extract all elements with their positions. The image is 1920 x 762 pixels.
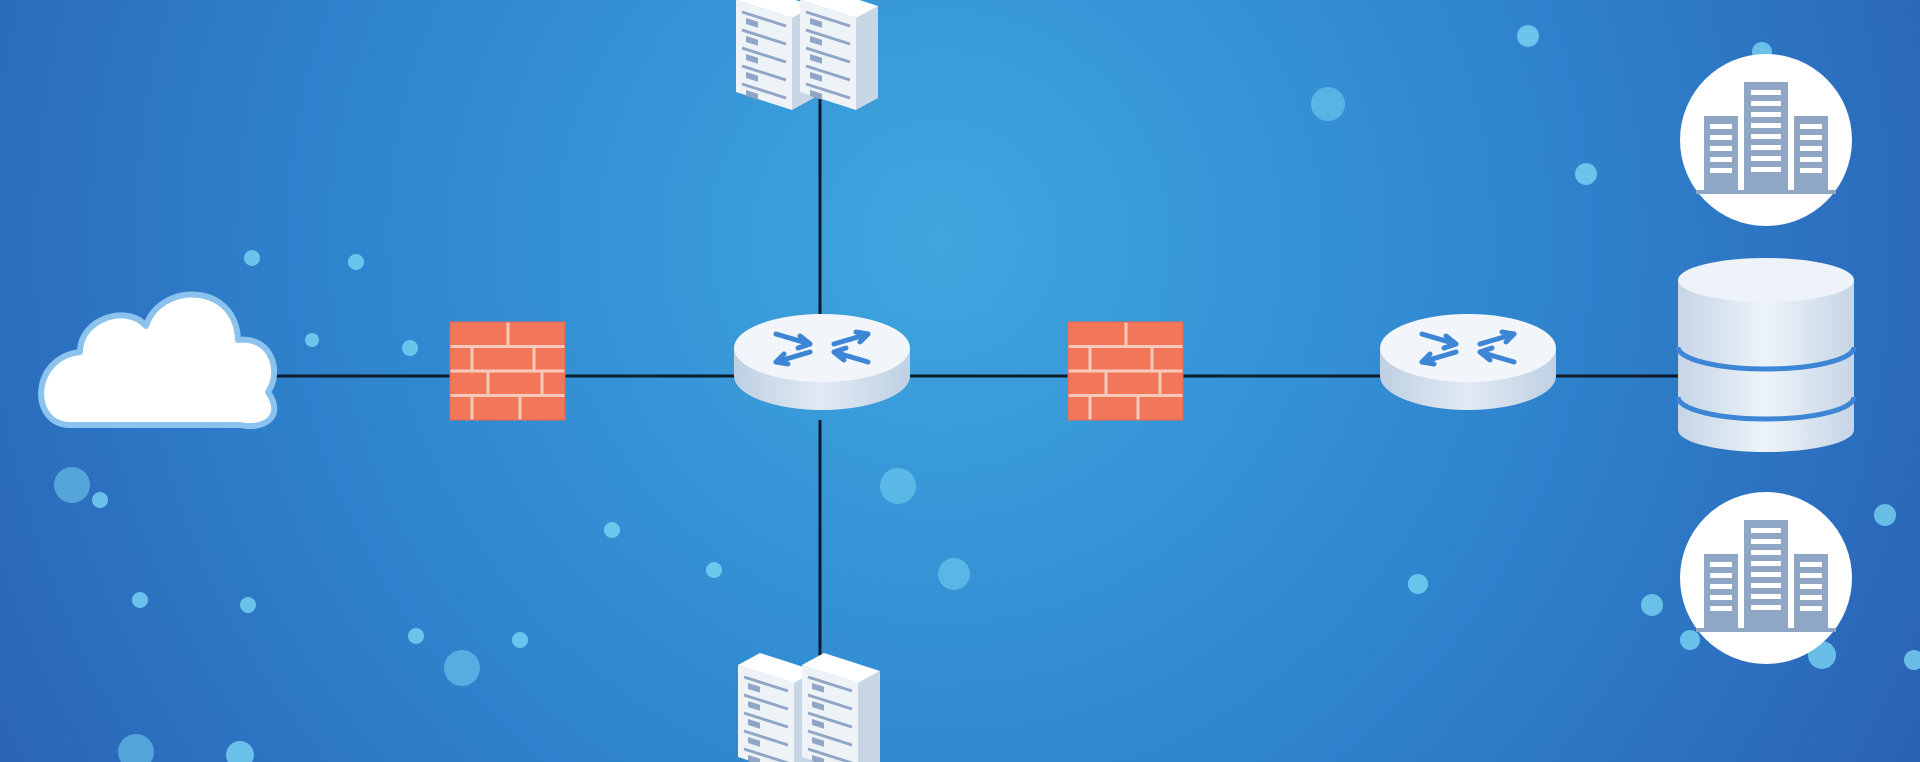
pillar-dot xyxy=(305,333,319,347)
pillar-dot xyxy=(1408,574,1428,594)
pillar-dot xyxy=(132,592,148,608)
router-icon xyxy=(1380,314,1556,410)
building-server-icon xyxy=(1680,492,1852,664)
pillar-dot xyxy=(1874,504,1896,526)
pillar-dot xyxy=(1641,594,1663,616)
pillar-dot xyxy=(880,468,916,504)
network-links xyxy=(270,95,1680,670)
router-icon xyxy=(734,314,910,410)
pillar-dot xyxy=(226,741,254,762)
server-rack-icon xyxy=(736,0,878,110)
building-server-icon xyxy=(1680,54,1852,226)
pillar-dot xyxy=(512,632,528,648)
pillar-dot xyxy=(240,597,256,613)
pillar-dot xyxy=(348,254,364,270)
pillar-dot xyxy=(1517,25,1539,47)
firewall-icon xyxy=(449,321,566,421)
cloud-icon xyxy=(38,291,278,429)
pillar-dot xyxy=(244,250,260,266)
pillar-dot xyxy=(706,562,722,578)
server-rack-icon xyxy=(738,653,880,762)
pillar-dot xyxy=(604,522,620,538)
database-icon xyxy=(1675,258,1857,452)
pillar-dot xyxy=(1904,650,1920,670)
pillar-dot xyxy=(92,492,108,508)
pillar-dot xyxy=(938,558,970,590)
pillar-dot xyxy=(118,734,154,762)
pillar-dot xyxy=(444,650,480,686)
pillar-dot xyxy=(1680,630,1700,650)
pillar-dot xyxy=(402,340,418,356)
pillar-dot xyxy=(1311,87,1345,121)
pillar-dot xyxy=(54,467,90,503)
pillar-dot xyxy=(1575,163,1597,185)
pillar-dot xyxy=(408,628,424,644)
firewall-icon xyxy=(1067,321,1184,421)
